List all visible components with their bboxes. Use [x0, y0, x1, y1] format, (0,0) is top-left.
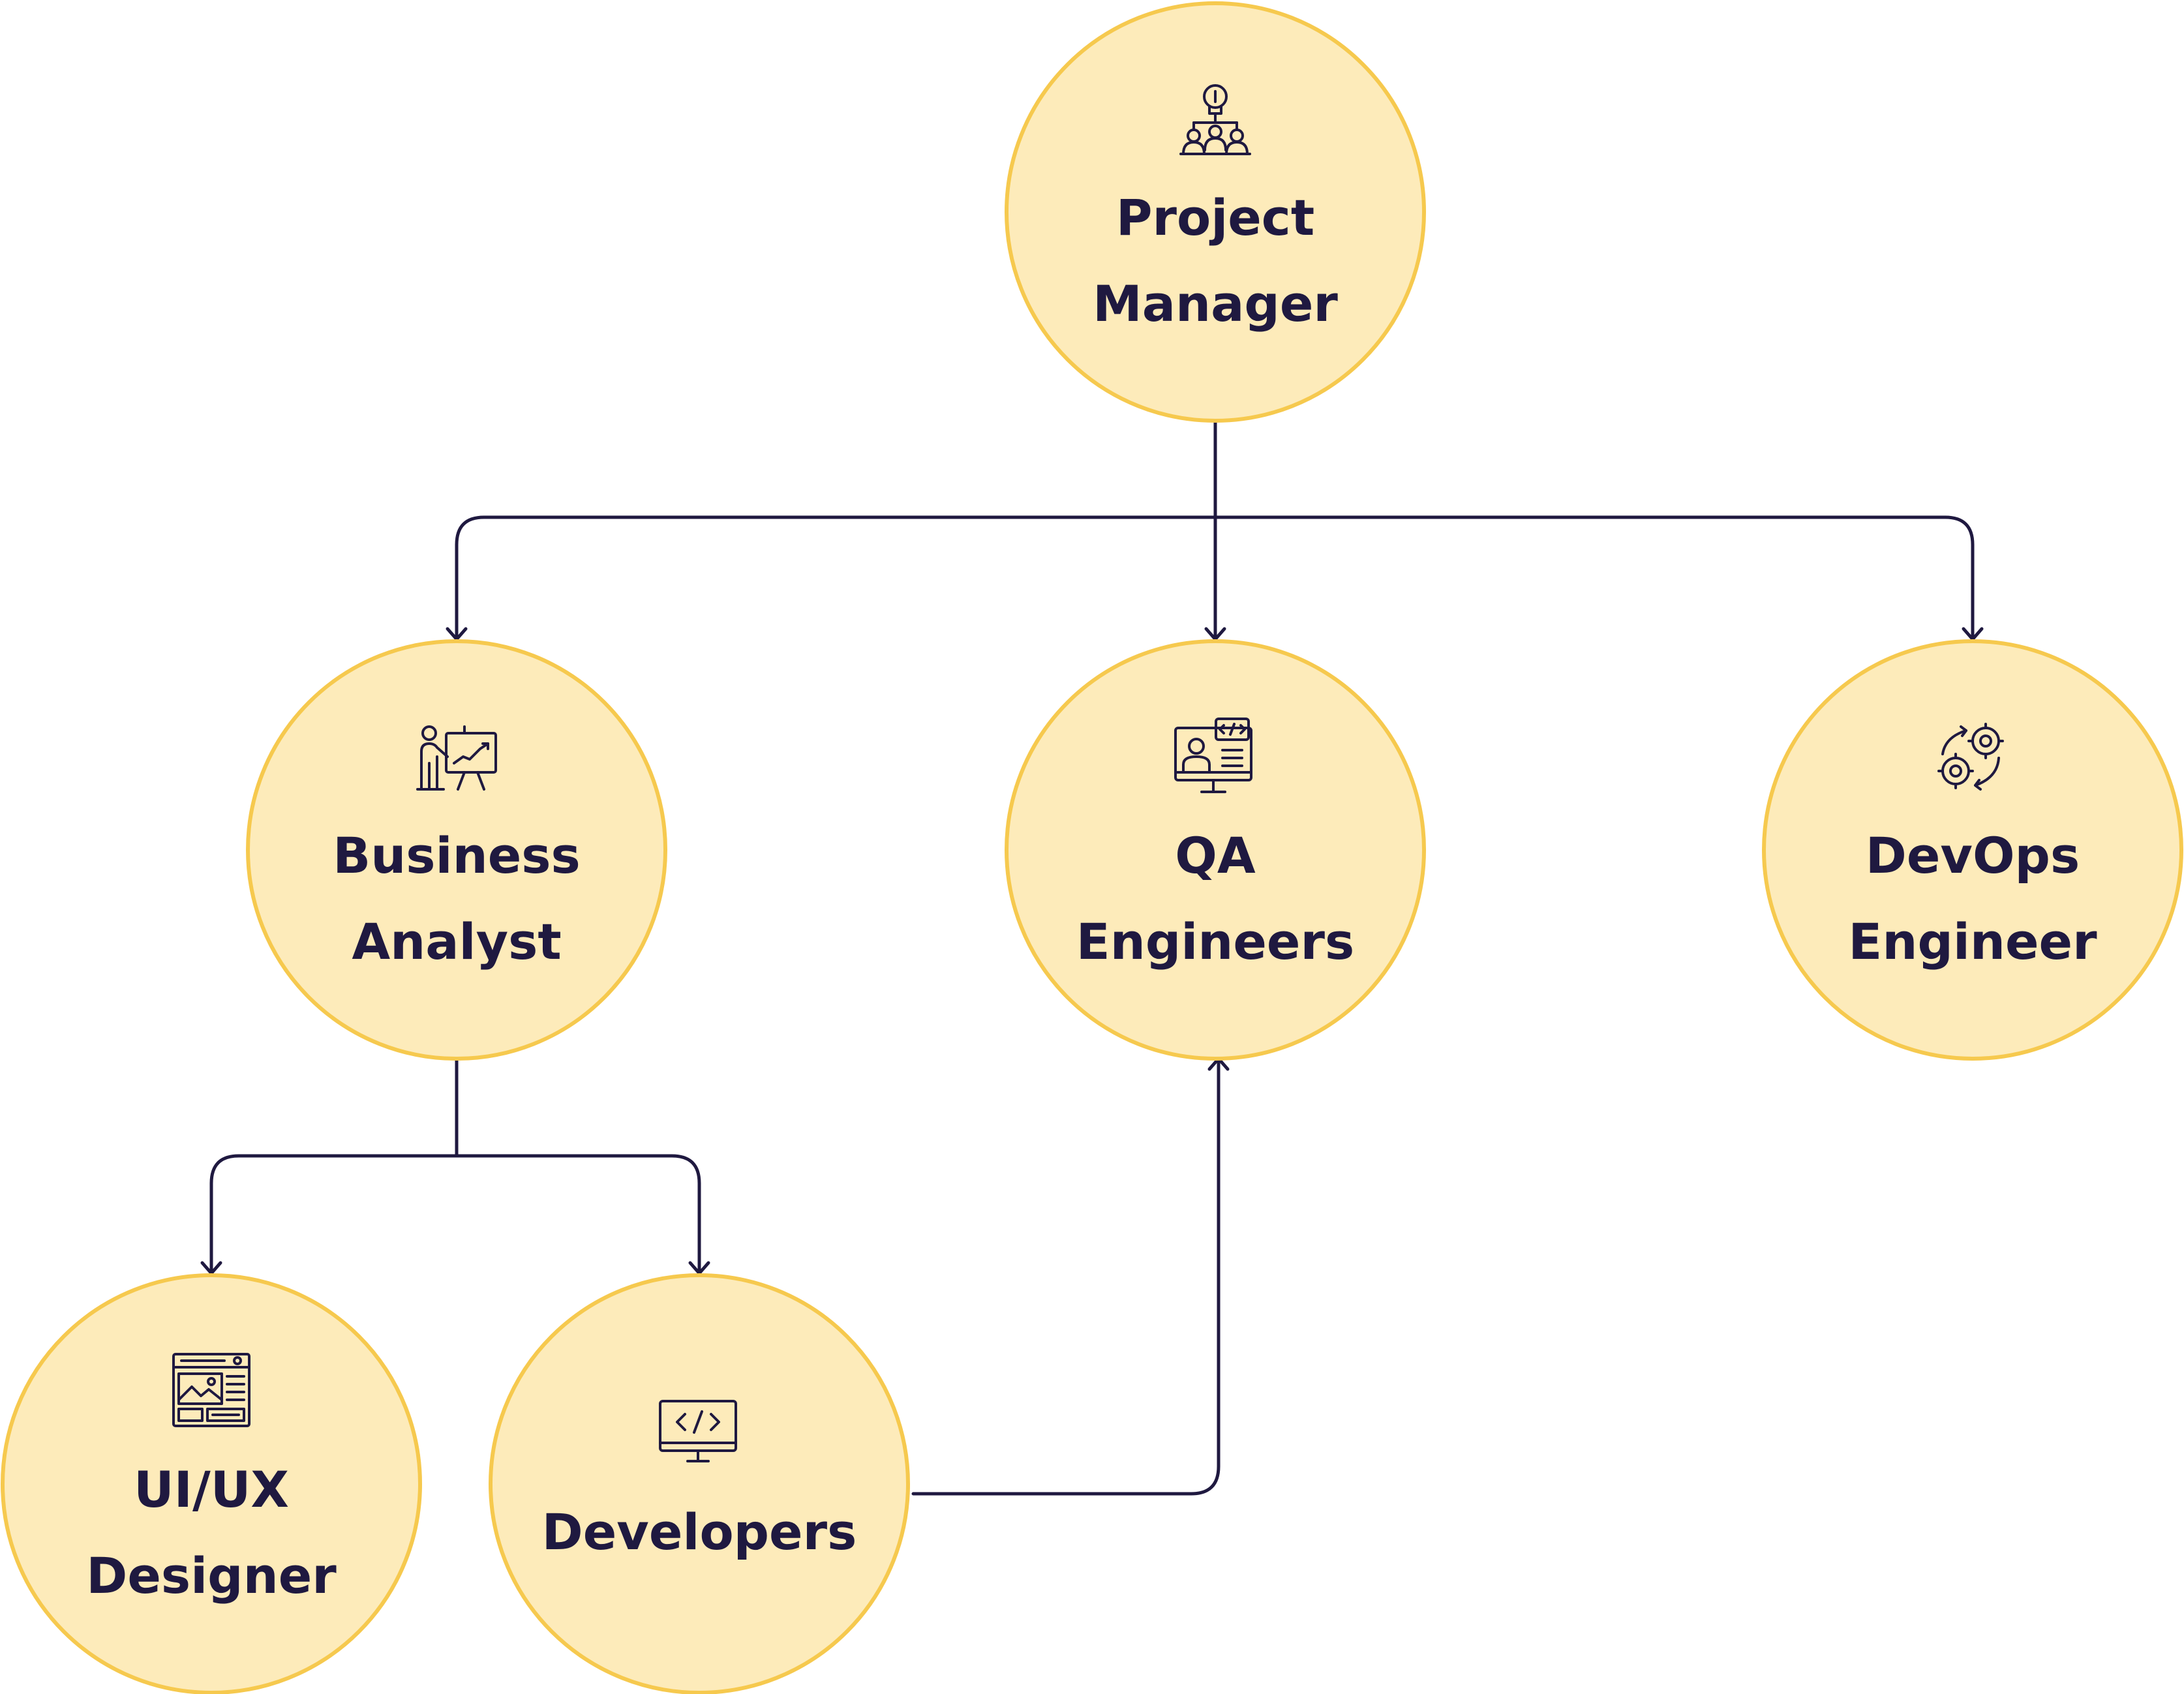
node-circle-business-analyst	[246, 639, 667, 1061]
node-label-qa-engineers: QA	[1175, 826, 1256, 885]
web-layout-icon	[172, 1353, 250, 1427]
gears-cycle-icon	[1937, 723, 2004, 791]
monitor-code-icon	[659, 1400, 737, 1462]
node-circle-devops-engineer	[1762, 639, 2183, 1061]
monitor-code-person-icon	[1174, 718, 1252, 793]
idea-team-icon	[1179, 84, 1251, 155]
node-label-business-analyst-2: Analyst	[352, 913, 561, 971]
node-circle-project-manager	[1005, 1, 1426, 423]
connector-developers-to-qa	[911, 1058, 1221, 1496]
presentation-chart-icon	[416, 725, 497, 791]
connector-pm-to-business-analyst	[455, 515, 1217, 640]
node-label-uiux-designer: UI/UX	[134, 1460, 289, 1519]
node-developers: Developers	[489, 1273, 910, 1694]
node-label-devops-engineer-2: Engineer	[1848, 913, 2097, 971]
node-label-qa-engineers-2: Engineers	[1076, 913, 1354, 971]
node-circle-qa-engineers	[1005, 639, 1426, 1061]
node-project-manager: Project Manager	[1005, 1, 1426, 423]
node-circle-uiux-designer	[1, 1273, 422, 1694]
node-circle-developers	[489, 1273, 910, 1694]
node-devops-engineer: DevOps Engineer	[1762, 639, 2183, 1061]
node-label-business-analyst: Business	[333, 826, 580, 885]
node-label-uiux-designer-2: Designer	[86, 1547, 337, 1605]
node-business-analyst: Business Analyst	[246, 639, 667, 1061]
node-label-project-manager: Project	[1116, 189, 1314, 247]
node-qa-engineers: QA Engineers	[1005, 639, 1426, 1061]
connector-pm-to-devops	[1213, 515, 1975, 640]
connector-ba-to-uiux	[209, 1154, 459, 1274]
node-uiux-designer: UI/UX Designer	[1, 1273, 422, 1694]
node-label-devops-engineer: DevOps	[1866, 826, 2080, 885]
connector-ba-to-developers	[455, 1154, 701, 1274]
node-label-developers: Developers	[542, 1503, 857, 1561]
node-label-project-manager-2: Manager	[1093, 275, 1338, 333]
